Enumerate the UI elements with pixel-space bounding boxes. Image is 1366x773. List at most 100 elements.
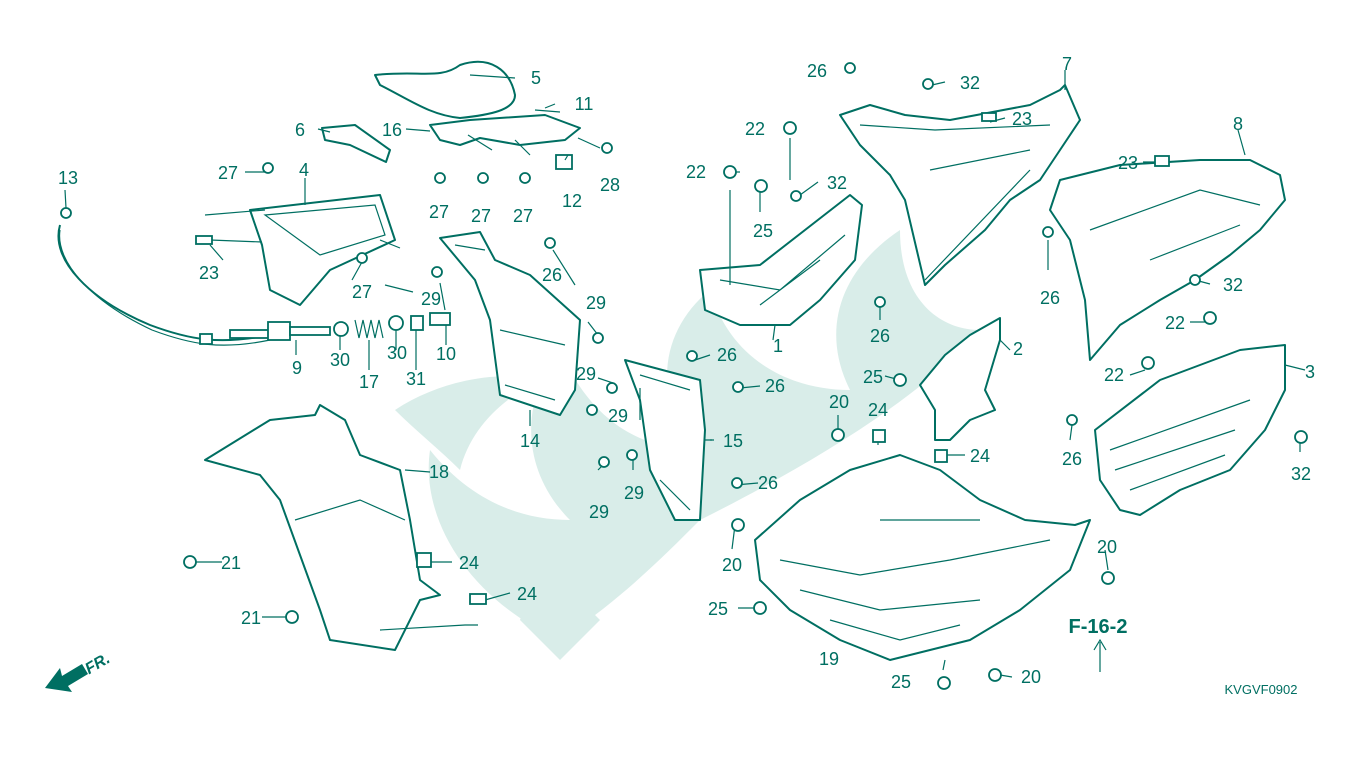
callout-26c: 26 bbox=[717, 345, 737, 365]
callout-12: 12 bbox=[562, 191, 582, 211]
callout-29c: 29 bbox=[576, 364, 596, 384]
leader-lines bbox=[64, 69, 1306, 678]
callout-24a: 24 bbox=[868, 400, 888, 420]
callout-26g: 26 bbox=[1040, 288, 1060, 308]
fasteners bbox=[183, 62, 1308, 690]
callout-27c: 27 bbox=[429, 202, 449, 222]
callout-27e: 27 bbox=[513, 206, 533, 226]
callout-32b: 32 bbox=[827, 173, 847, 193]
callout-29e: 29 bbox=[589, 502, 609, 522]
callout-20d: 20 bbox=[1021, 667, 1041, 687]
part-3-floor-panel bbox=[1094, 344, 1286, 516]
callout-31: 31 bbox=[406, 369, 426, 389]
callout-23b: 23 bbox=[1012, 109, 1032, 129]
bolt-26h-icon bbox=[1066, 414, 1078, 426]
part-6-stay bbox=[321, 124, 391, 163]
bolt-22b-icon bbox=[783, 121, 797, 135]
callout-4: 4 bbox=[299, 160, 309, 180]
bolt-27b-icon bbox=[356, 252, 368, 264]
callout-24d: 24 bbox=[517, 584, 537, 604]
callout-17: 17 bbox=[359, 372, 379, 392]
callout-27b: 27 bbox=[352, 282, 372, 302]
part-31-nut bbox=[410, 315, 424, 331]
bolt-25a-icon bbox=[754, 179, 768, 193]
part-19-under-cover bbox=[754, 454, 1091, 661]
part-5-cover bbox=[374, 60, 516, 119]
clip-23a-icon bbox=[981, 112, 997, 122]
bolt-20b-icon bbox=[731, 518, 745, 532]
clip-23c-icon bbox=[195, 235, 213, 245]
callout-25d: 25 bbox=[891, 672, 911, 692]
bolt-29f-icon bbox=[626, 449, 638, 461]
bolt-20a-icon bbox=[831, 428, 845, 442]
callout-5: 5 bbox=[531, 68, 541, 88]
callout-22a: 22 bbox=[686, 162, 706, 182]
part-1-tray bbox=[699, 194, 863, 326]
callout-6: 6 bbox=[295, 120, 305, 140]
callout-10: 10 bbox=[436, 344, 456, 364]
part-2-guard bbox=[919, 317, 1001, 441]
bolt-27a-icon bbox=[262, 162, 274, 174]
bolt-25d-icon bbox=[937, 676, 951, 690]
bolt-29a-icon bbox=[431, 266, 443, 278]
bolt-26f-icon bbox=[844, 62, 856, 74]
bolt-20d-icon bbox=[988, 668, 1002, 682]
part-16-11-bracket bbox=[429, 109, 581, 156]
callout-26h: 26 bbox=[1062, 449, 1082, 469]
callout-21b: 21 bbox=[241, 608, 261, 628]
callout-22b: 22 bbox=[745, 119, 765, 139]
callout-labels: 1 2 3 4 5 6 7 8 9 10 11 12 13 14 15 16 1… bbox=[58, 54, 1315, 692]
callout-25a: 25 bbox=[753, 221, 773, 241]
callout-25c: 25 bbox=[708, 599, 728, 619]
bolt-20c-icon bbox=[1101, 571, 1115, 585]
bolt-29e-icon bbox=[598, 456, 610, 468]
callout-29b: 29 bbox=[586, 293, 606, 313]
clip-24a-icon bbox=[872, 429, 886, 443]
part-9-adjuster bbox=[267, 321, 331, 341]
callout-3: 3 bbox=[1305, 362, 1315, 382]
callout-24c: 24 bbox=[459, 553, 479, 573]
bolt-29c-icon bbox=[586, 404, 598, 416]
callout-26a: 26 bbox=[807, 61, 827, 81]
callout-24b: 24 bbox=[970, 446, 990, 466]
bolt-29b-icon bbox=[592, 332, 604, 344]
clip-23b-icon bbox=[1154, 155, 1170, 167]
callout-27d: 27 bbox=[471, 206, 491, 226]
bolt-26b-icon bbox=[686, 350, 698, 362]
callout-29a: 29 bbox=[421, 289, 441, 309]
bolt-29d-icon bbox=[606, 382, 618, 394]
bolt-26e-icon bbox=[874, 296, 886, 308]
callout-8: 8 bbox=[1233, 114, 1243, 134]
callout-22d: 22 bbox=[1104, 365, 1124, 385]
callout-26d: 26 bbox=[765, 376, 785, 396]
callout-23c: 23 bbox=[1118, 153, 1138, 173]
callout-21a: 21 bbox=[221, 553, 241, 573]
callout-1: 1 bbox=[773, 336, 783, 356]
part-13-cable bbox=[57, 207, 271, 346]
callout-20a: 20 bbox=[829, 392, 849, 412]
callout-7: 7 bbox=[1062, 54, 1072, 74]
callout-22c: 22 bbox=[1165, 313, 1185, 333]
bolt-25c-icon bbox=[753, 601, 767, 615]
reference-label: F-16-2 bbox=[1069, 616, 1128, 638]
callout-26e: 26 bbox=[758, 473, 778, 493]
callout-29f: 29 bbox=[624, 483, 644, 503]
front-direction-arrow-icon bbox=[45, 664, 88, 692]
callout-2: 2 bbox=[1013, 339, 1023, 359]
callout-32a: 32 bbox=[960, 73, 980, 93]
bolt-21b-icon bbox=[285, 610, 299, 624]
callout-13: 13 bbox=[58, 168, 78, 188]
callout-27a: 27 bbox=[218, 163, 238, 183]
part-10-end bbox=[429, 312, 451, 326]
callout-9: 9 bbox=[292, 358, 302, 378]
clip-24c-icon bbox=[416, 552, 432, 568]
callout-25b: 25 bbox=[863, 367, 883, 387]
callout-26f: 26 bbox=[870, 326, 890, 346]
callout-11: 11 bbox=[575, 94, 594, 114]
part-8-side-cover bbox=[1049, 159, 1286, 361]
figure-code: KVGVF0902 bbox=[1225, 682, 1298, 697]
bolt-27e-icon bbox=[519, 172, 531, 184]
part-30-washer bbox=[333, 321, 349, 337]
part-12-clip bbox=[555, 154, 573, 170]
part-30-washer-b bbox=[388, 315, 404, 331]
